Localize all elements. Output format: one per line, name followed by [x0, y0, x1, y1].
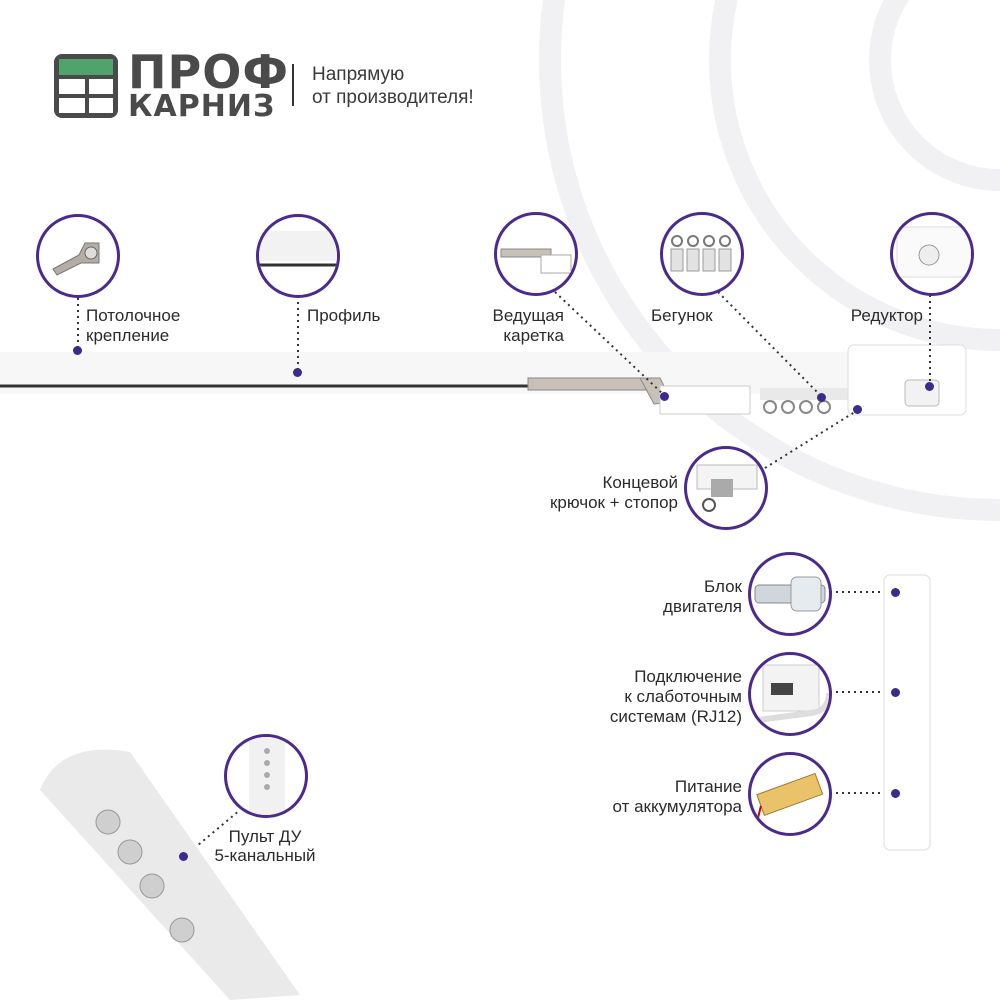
remote-dot	[179, 852, 188, 861]
brand-name-bottom: КАРНИЗ	[128, 89, 276, 124]
label-battery-1: Питание	[674, 777, 742, 796]
profile-thumb	[256, 214, 340, 298]
label-rj12-1: Подключение	[634, 667, 742, 686]
label-lead-carriage-1: Ведущая	[492, 306, 565, 325]
remote-control	[40, 749, 300, 1000]
tagline-line2: от производителя!	[312, 87, 474, 108]
remote-thumb	[224, 734, 308, 818]
brand-name-top: ПРОФ	[128, 45, 289, 99]
label-profile: Профиль	[307, 306, 381, 325]
battery-thumb	[748, 752, 832, 836]
label-gearbox: Редуктор	[850, 306, 923, 325]
logo-icon	[54, 54, 118, 118]
rj12-dot	[891, 688, 900, 697]
end-hook-thumb	[684, 446, 768, 530]
lead-carriage-thumb	[494, 212, 578, 296]
ceiling-mount-dot	[73, 346, 82, 355]
label-motor-1: Блок	[704, 577, 742, 596]
runner-thumb	[660, 212, 744, 296]
label-end-hook-2: крючок + стопор	[549, 493, 678, 512]
label-lead-carriage-2: каретка	[503, 326, 564, 345]
label-rj12-3: системам (RJ12)	[609, 707, 742, 726]
ceiling-mount-thumb	[36, 214, 120, 298]
label-ceiling-mount-2: крепление	[86, 326, 170, 345]
label-motor-2: двигателя	[663, 597, 742, 616]
rj12-thumb	[748, 652, 832, 736]
motor-thumb	[748, 552, 832, 636]
runner-dot	[817, 393, 826, 402]
logo-divider	[292, 64, 294, 106]
label-runner: Бегунок	[651, 306, 713, 325]
label-end-hook-1: Концевой	[602, 473, 678, 492]
motor-block	[883, 574, 931, 851]
lead-carriage-arm	[527, 377, 659, 391]
label-remote-1: Пульт ДУ	[228, 827, 302, 846]
lead-carriage-dot	[660, 392, 669, 401]
label-remote-2: 5-канальный	[214, 846, 316, 865]
label-rj12-2: к слаботочным	[624, 687, 742, 706]
label-battery-2: от аккумулятора	[612, 797, 742, 816]
profile-dot	[293, 368, 302, 377]
tagline-line1: Напрямую	[312, 64, 405, 85]
motor-block-dot	[891, 588, 900, 597]
gearbox-thumb	[890, 212, 974, 296]
label-ceiling-mount-1: Потолочное	[86, 306, 181, 325]
end-hook-dot	[853, 405, 862, 414]
gearbox-dot	[925, 382, 934, 391]
battery-dot	[891, 789, 900, 798]
rail-profile	[0, 352, 900, 394]
